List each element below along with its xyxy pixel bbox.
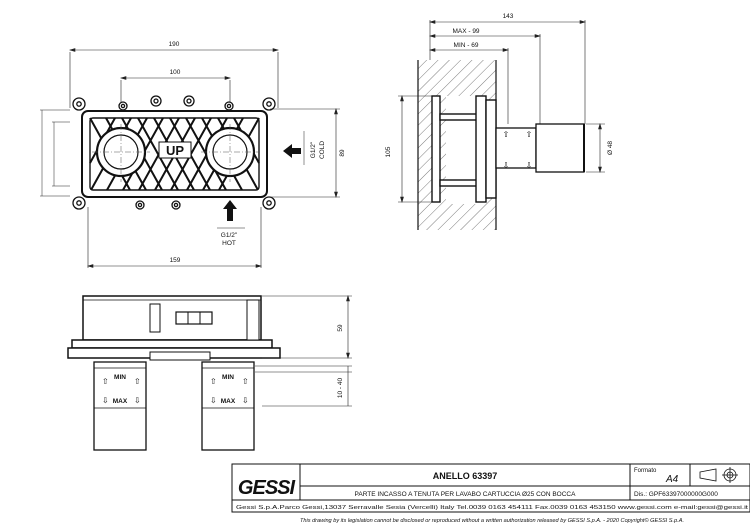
min-arrow-right-icon: ⇧ (210, 377, 217, 386)
cold-label: COLD (319, 141, 326, 159)
valve-body-inner (89, 117, 260, 191)
min-label-left: MIN (114, 374, 126, 381)
dimension-outlet-diameter (586, 122, 605, 174)
up-mark: UP (166, 143, 184, 158)
cold-size-label: G1/2" (310, 141, 317, 158)
product-description: PARTE INCASSO A TENUTA PER LAVABO CARTUC… (355, 491, 577, 498)
dimension-base-width-label: 159 (170, 257, 181, 264)
projection-symbol-icon (699, 467, 738, 483)
cartridge-sleeves (93, 361, 255, 451)
min-arrow-left-icon: ⇧ (102, 377, 109, 386)
embedded-body-section (431, 95, 497, 203)
top-view-flange (71, 339, 273, 349)
dimension-overall-width-label: 190 (169, 41, 180, 48)
title-block: GESSI ANELLO 63397 PARTE INCASSO A TENUT… (231, 463, 750, 524)
formato-label: Formato (634, 468, 657, 474)
top-view-body (82, 295, 262, 341)
svg-text:⇧: ⇧ (503, 130, 510, 139)
sleeve-bands (94, 367, 254, 409)
company-address: Gessi S.p.A.Parco Gessi,13037 Serravalle… (236, 505, 749, 511)
dimension-base-width (86, 207, 263, 268)
side-top-dimensions (428, 20, 587, 124)
front-view: 190 100 (40, 41, 346, 268)
up-mark-box (158, 141, 192, 159)
hot-size-label: G1/2" (221, 232, 238, 239)
min-label-right: MIN (222, 374, 234, 381)
top-view: 59 10 - 40 MIN ⇧ ⇧ MAX ⇩ ⇩ MIN ⇧ ⇧ MAX ⇩ (67, 294, 352, 451)
gessi-logo: GESSI (238, 477, 296, 499)
dimension-protrusion-label: 10 - 40 (337, 378, 344, 399)
dimension-overall-width (68, 48, 280, 108)
svg-text:⇩: ⇩ (526, 161, 533, 170)
dimension-body-height-label: 89 (339, 149, 346, 157)
side-section-view: 143 MAX - 99 MIN - 69 ⇧ ⇩ ⇧ ⇩ (385, 13, 614, 230)
mounting-lugs (72, 95, 276, 210)
dimension-max-depth-label: MAX - 99 (452, 28, 479, 35)
svg-text:⇧: ⇧ (526, 130, 533, 139)
side-min-max-arrows: ⇧ ⇩ ⇧ ⇩ (503, 130, 533, 170)
dimension-body-depth (262, 294, 352, 360)
center-lines (92, 124, 259, 182)
formato-value: A4 (665, 474, 679, 485)
dimension-wall-height (398, 94, 432, 204)
dimension-total-depth-label: 143 (503, 13, 514, 20)
hot-label: HOT (222, 240, 236, 247)
product-title: ANELLO 63397 (433, 471, 498, 481)
top-view-window (175, 311, 213, 325)
dimension-body-depth-label: 59 (337, 324, 344, 332)
dimension-min-depth-label: MIN - 69 (454, 42, 479, 49)
svg-text:⇩: ⇩ (503, 161, 510, 170)
dimension-protrusion (262, 366, 352, 407)
left-vertical-dims (40, 109, 70, 197)
max-arrow-left-icon: ⇩ (102, 396, 109, 405)
dimension-outlet-diameter-label: Ø 48 (607, 141, 614, 155)
max-arrow-right-icon-2: ⇩ (242, 396, 249, 405)
max-label-left: MAX (113, 398, 128, 405)
min-arrow-left-icon-2: ⇧ (134, 377, 141, 386)
outlet-spout (495, 123, 585, 173)
drawing-number: Dis.: GPF63397000000G000 (634, 491, 718, 498)
dimension-wall-height-label: 105 (385, 146, 392, 157)
hot-inlet-arrow (223, 200, 237, 221)
copyright-disclaimer: This drawing by its legislation cannot b… (300, 517, 684, 524)
max-label-right: MAX (221, 398, 236, 405)
max-arrow-left-icon-2: ⇩ (134, 396, 141, 405)
max-arrow-right-icon: ⇩ (210, 396, 217, 405)
min-arrow-right-icon-2: ⇧ (242, 377, 249, 386)
cold-inlet-arrow (283, 144, 301, 158)
dimension-body-height (270, 107, 340, 199)
dimension-between-centers-label: 100 (170, 69, 181, 76)
